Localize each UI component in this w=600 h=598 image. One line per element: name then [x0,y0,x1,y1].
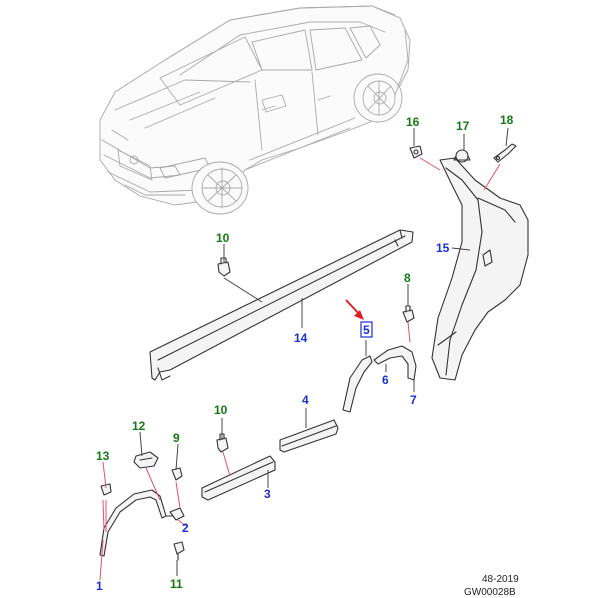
clip-part-9 [171,467,183,481]
push-clip-part-10-lower [216,433,229,453]
cap-part-17 [453,149,471,163]
bracket-part-18 [493,143,517,163]
callout-11[interactable]: 11 [170,577,183,591]
callout-5-highlight-box [360,321,373,338]
bracket-part-12 [133,451,159,469]
wheel-arch-panel-part [431,157,529,381]
callout-9[interactable]: 9 [173,431,180,445]
sill-moulding-part [149,229,414,381]
callout-12[interactable]: 12 [132,419,146,433]
diagram-footer: 48-2019 GW00028B [464,574,519,598]
vehicle-illustration [99,5,411,215]
footer-date: 48-2019 [482,574,519,585]
highlight-arrow [345,299,364,320]
callout-13[interactable]: 13 [96,449,110,463]
callout-15[interactable]: 15 [436,241,450,255]
door-moulding-part-3 [201,455,276,501]
callout-10-upper[interactable]: 10 [216,231,230,245]
callout-8[interactable]: 8 [404,271,411,285]
arch-trim-part-7 [373,345,417,381]
callout-18[interactable]: 18 [500,113,514,127]
callout-1[interactable]: 1 [96,579,103,593]
callout-14[interactable]: 14 [294,331,308,345]
callout-labels: 1 2 3 4 5 6 7 8 9 10 10 11 12 13 14 15 1… [96,113,514,593]
front-arch-trim-part-1 [99,489,167,557]
callout-6[interactable]: 6 [382,373,389,387]
arch-trim-part-5 [342,355,373,413]
clip-part-13 [100,483,112,496]
callout-4[interactable]: 4 [302,393,309,407]
callout-16[interactable]: 16 [406,115,420,129]
callout-10-lower[interactable]: 10 [214,403,228,417]
door-moulding-part-4 [279,419,339,453]
clip-part-11 [173,541,185,561]
clip-part-2 [165,507,185,521]
callout-3[interactable]: 3 [264,487,271,501]
callout-7[interactable]: 7 [410,393,417,407]
footer-code: GW00028B [464,587,516,598]
clip-part-16 [409,145,423,159]
leader-lines [99,127,509,581]
callout-5[interactable]: 5 [363,323,370,337]
clip-part-8 [402,305,415,323]
callout-17[interactable]: 17 [456,119,470,133]
callout-2[interactable]: 2 [182,521,189,535]
